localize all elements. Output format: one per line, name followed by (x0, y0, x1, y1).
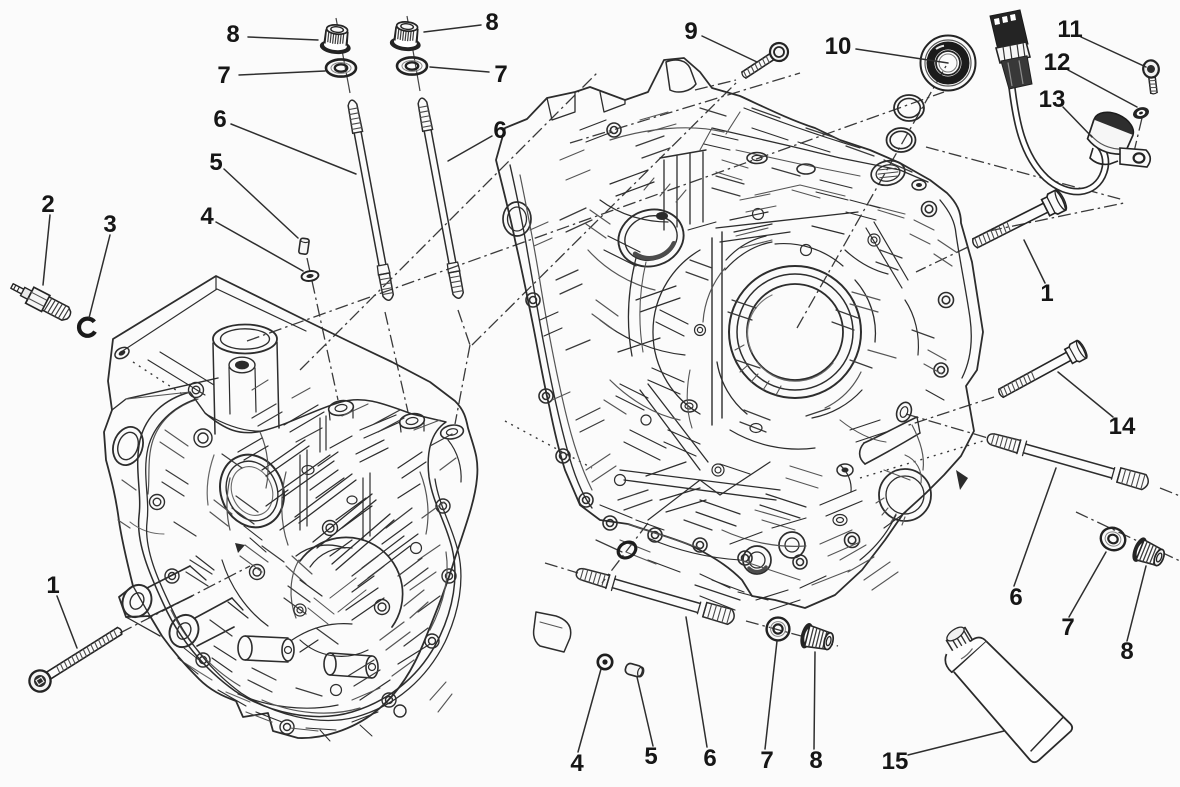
svg-text:1: 1 (1040, 280, 1053, 307)
svg-text:4: 4 (570, 750, 584, 777)
svg-text:7: 7 (217, 62, 230, 89)
svg-text:14: 14 (1109, 413, 1136, 440)
svg-text:6: 6 (1009, 584, 1022, 611)
svg-text:15: 15 (882, 748, 909, 775)
svg-text:2: 2 (41, 191, 54, 218)
svg-text:1: 1 (46, 572, 59, 599)
svg-text:12: 12 (1044, 49, 1071, 76)
svg-text:4: 4 (200, 203, 214, 230)
svg-text:8: 8 (485, 9, 498, 36)
svg-text:8: 8 (809, 747, 822, 774)
svg-text:9: 9 (684, 18, 697, 45)
svg-text:10: 10 (825, 33, 852, 60)
svg-text:7: 7 (1061, 614, 1074, 641)
svg-text:5: 5 (209, 149, 222, 176)
svg-text:6: 6 (493, 117, 506, 144)
svg-text:13: 13 (1039, 86, 1066, 113)
svg-text:6: 6 (213, 106, 226, 133)
svg-text:3: 3 (103, 211, 116, 238)
svg-text:7: 7 (760, 747, 773, 774)
svg-text:8: 8 (1120, 638, 1133, 665)
svg-text:11: 11 (1057, 16, 1082, 43)
svg-text:8: 8 (226, 21, 239, 48)
svg-text:6: 6 (703, 745, 716, 772)
svg-text:7: 7 (494, 61, 507, 88)
svg-text:5: 5 (644, 743, 657, 770)
